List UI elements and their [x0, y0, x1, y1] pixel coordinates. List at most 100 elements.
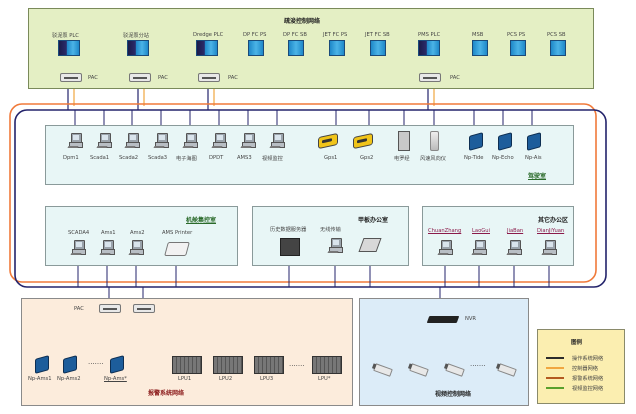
nvr-label: NVR — [465, 316, 477, 322]
ellipsis: ······· — [470, 362, 486, 370]
pac-switch[interactable] — [133, 304, 155, 313]
plc-label: PMS PLC — [418, 32, 441, 38]
computer-icon[interactable] — [153, 133, 169, 149]
plc-device[interactable] — [248, 40, 264, 56]
computer-icon[interactable] — [437, 240, 453, 256]
plc-label: PCS PS — [507, 32, 526, 38]
pac-label: PAC — [158, 75, 168, 81]
bridge-title: 驾驶室 — [528, 173, 547, 180]
computer-icon[interactable] — [96, 133, 112, 149]
server-icon[interactable] — [280, 238, 300, 256]
computer-icon[interactable] — [99, 240, 115, 256]
plc-device[interactable] — [370, 40, 386, 56]
legend: 图例 操作系统网络 控制器网络 报警系统网络 视频监控网络 — [537, 329, 625, 404]
pac-switch[interactable] — [198, 73, 220, 82]
device-label: Scada3 — [148, 155, 168, 161]
lpu-rack-icon[interactable] — [213, 356, 243, 374]
video-network-title: 视频控制网络 — [435, 391, 472, 398]
computer-icon[interactable] — [269, 133, 285, 149]
ellipsis: ······· — [88, 360, 104, 368]
nvr-icon[interactable] — [426, 316, 460, 323]
plc-device[interactable] — [472, 40, 488, 56]
computer-icon[interactable] — [541, 240, 557, 256]
deck-office-title: 甲板办公室 — [358, 217, 389, 224]
legend-label: 报警系统网络 — [572, 376, 604, 382]
pac-switch[interactable] — [99, 304, 121, 313]
plc-label: Dredge PLC — [193, 32, 224, 38]
computer-icon[interactable] — [182, 133, 198, 149]
computer-icon[interactable] — [471, 240, 487, 256]
device-label: Gps2 — [360, 155, 374, 161]
device-label: 电罗经 — [394, 156, 410, 162]
plc-device[interactable] — [418, 40, 440, 56]
pac-label: PAC — [450, 75, 460, 81]
computer-icon[interactable] — [67, 133, 83, 149]
plc-label: DP FC SB — [283, 32, 307, 38]
device-label: SCADA4 — [68, 230, 90, 236]
pac-label: PAC — [74, 306, 84, 312]
plc-device[interactable] — [329, 40, 345, 56]
plc-device[interactable] — [58, 40, 80, 56]
legend-label: 操作系统网络 — [572, 356, 604, 362]
bridge-zone: 驾驶室 — [45, 125, 574, 185]
printer-icon[interactable] — [164, 242, 190, 256]
other-office-title: 其它办公区 — [538, 217, 569, 224]
device-label: Np-Tide — [464, 155, 484, 161]
device-label: 风速风向仪 — [420, 156, 446, 162]
plc-label: 驳泥泵分站 — [123, 33, 149, 39]
device-label: 历史数据服务器 — [270, 227, 307, 233]
computer-icon[interactable] — [506, 240, 522, 256]
ops-network-ring — [14, 109, 607, 288]
device-label: Np-Ams1 — [28, 376, 52, 382]
device-label: LPU* — [318, 376, 331, 382]
deck-office-zone: 甲板办公室 — [252, 206, 409, 266]
plc-device[interactable] — [127, 40, 149, 56]
device-label: Np-Echo — [492, 155, 514, 161]
legend-title: 图例 — [571, 340, 583, 346]
computer-icon[interactable] — [124, 133, 140, 149]
device-label: LaoGui — [472, 228, 490, 234]
computer-icon[interactable] — [211, 133, 227, 149]
device-label: 电子海图 — [176, 156, 197, 162]
device-label: LPU2 — [219, 376, 233, 382]
plc-label: JET FC SB — [365, 32, 390, 38]
plc-device[interactable] — [288, 40, 304, 56]
video-network-zone: 视频控制网络 — [359, 298, 529, 406]
plc-device[interactable] — [550, 40, 566, 56]
anemometer-icon[interactable] — [430, 131, 439, 151]
computer-icon[interactable] — [70, 240, 86, 256]
computer-icon[interactable] — [128, 240, 144, 256]
device-label: 视频监控 — [262, 156, 283, 162]
device-label: Gps1 — [324, 155, 338, 161]
computer-icon[interactable] — [240, 133, 256, 149]
controller-network-ring — [9, 103, 597, 283]
alarm-network-title: 报警系统网络 — [148, 390, 185, 397]
pac-label: PAC — [228, 75, 238, 81]
device-label: DPDT — [209, 155, 224, 161]
device-label: Np-Ams* — [104, 376, 127, 382]
legend-swatch-alarm — [546, 377, 564, 379]
other-office-zone: 其它办公区 — [422, 206, 574, 266]
pac-switch[interactable] — [419, 73, 441, 82]
pac-switch[interactable] — [129, 73, 151, 82]
dredge-network-title: 疏浚控制网络 — [284, 18, 321, 25]
engine-room-title: 机舱集控室 — [186, 217, 217, 224]
device-label: 无线传输 — [320, 227, 341, 233]
plc-device[interactable] — [196, 40, 218, 56]
legend-label: 视频监控网络 — [572, 386, 604, 392]
lpu-rack-icon[interactable] — [254, 356, 284, 374]
pac-label: PAC — [88, 75, 98, 81]
lpu-rack-icon[interactable] — [312, 356, 342, 374]
lpu-rack-icon[interactable] — [172, 356, 202, 374]
legend-swatch-video — [546, 387, 564, 389]
plc-label: 驳泥泵 PLC — [52, 33, 79, 39]
engine-control-room-zone: 机舱集控室 — [45, 206, 238, 266]
dredge-control-network-zone: 疏浚控制网络 — [28, 8, 594, 89]
computer-icon[interactable] — [327, 238, 343, 254]
gyro-compass-icon[interactable] — [398, 131, 410, 151]
plc-device[interactable] — [510, 40, 526, 56]
plc-label: JET FC PS — [323, 32, 348, 38]
pac-switch[interactable] — [60, 73, 82, 82]
plc-label: PCS SB — [547, 32, 566, 38]
device-label: Scada1 — [90, 155, 110, 161]
